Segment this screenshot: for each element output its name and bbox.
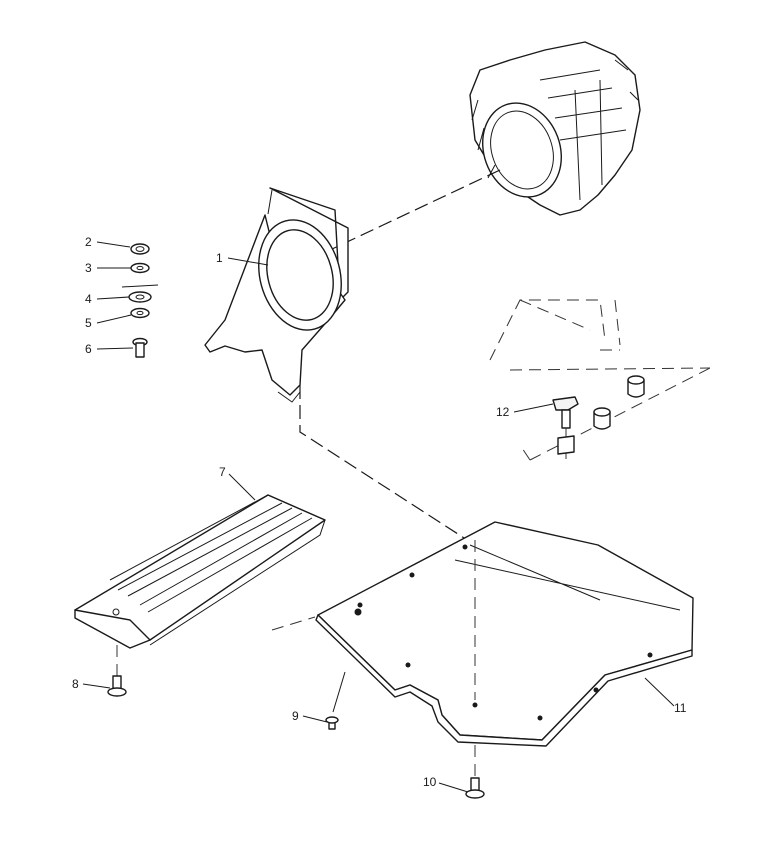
centerline-plate-edge [271, 616, 316, 631]
hull-mount [593, 407, 611, 430]
leader-line-2 [96, 241, 131, 248]
callout-4: 4 [85, 292, 92, 306]
part-5-washer [130, 307, 150, 319]
callout-8: 8 [72, 677, 79, 691]
leader-line-9 [302, 715, 328, 723]
part-9-screw [325, 716, 339, 730]
part-4-lock-washer [121, 284, 159, 303]
callout-7: 7 [219, 465, 226, 479]
leader-line-12 [513, 403, 554, 413]
part-6-bolt [132, 337, 148, 358]
pump-housing [469, 41, 641, 216]
part-7-shoe [74, 494, 326, 649]
part-11-ride-plate [315, 521, 694, 747]
callout-2: 2 [85, 235, 92, 249]
hull-mount [627, 375, 645, 398]
leader-line-9-ext [332, 671, 346, 713]
part-10-screw [465, 777, 485, 799]
hull-floor-outline [489, 299, 711, 461]
leader-line-7 [228, 473, 256, 501]
callout-3: 3 [85, 261, 92, 275]
callout-9: 9 [292, 709, 299, 723]
leader-line-1 [227, 257, 269, 266]
centerline-housing [329, 169, 501, 251]
callout-1: 1 [216, 251, 223, 265]
leader-line-6 [96, 347, 134, 350]
callout-10: 10 [423, 775, 437, 789]
part-12-drain-plug [552, 396, 579, 462]
leader-line-8 [82, 683, 111, 689]
leader-line-10 [438, 782, 469, 793]
leader-line-4 [96, 296, 130, 300]
part-3-washer [130, 262, 150, 274]
callout-5: 5 [85, 316, 92, 330]
centerline-grate-plate [299, 385, 476, 546]
callout-11: 11 [674, 701, 687, 715]
callout-6: 6 [85, 342, 92, 356]
part-8-screw [107, 675, 127, 697]
leader-line-11 [644, 677, 675, 707]
leader-line-5 [96, 314, 132, 324]
callout-12: 12 [496, 405, 510, 419]
part-1-intake-duct [204, 187, 349, 403]
part-2-nut [130, 243, 150, 255]
